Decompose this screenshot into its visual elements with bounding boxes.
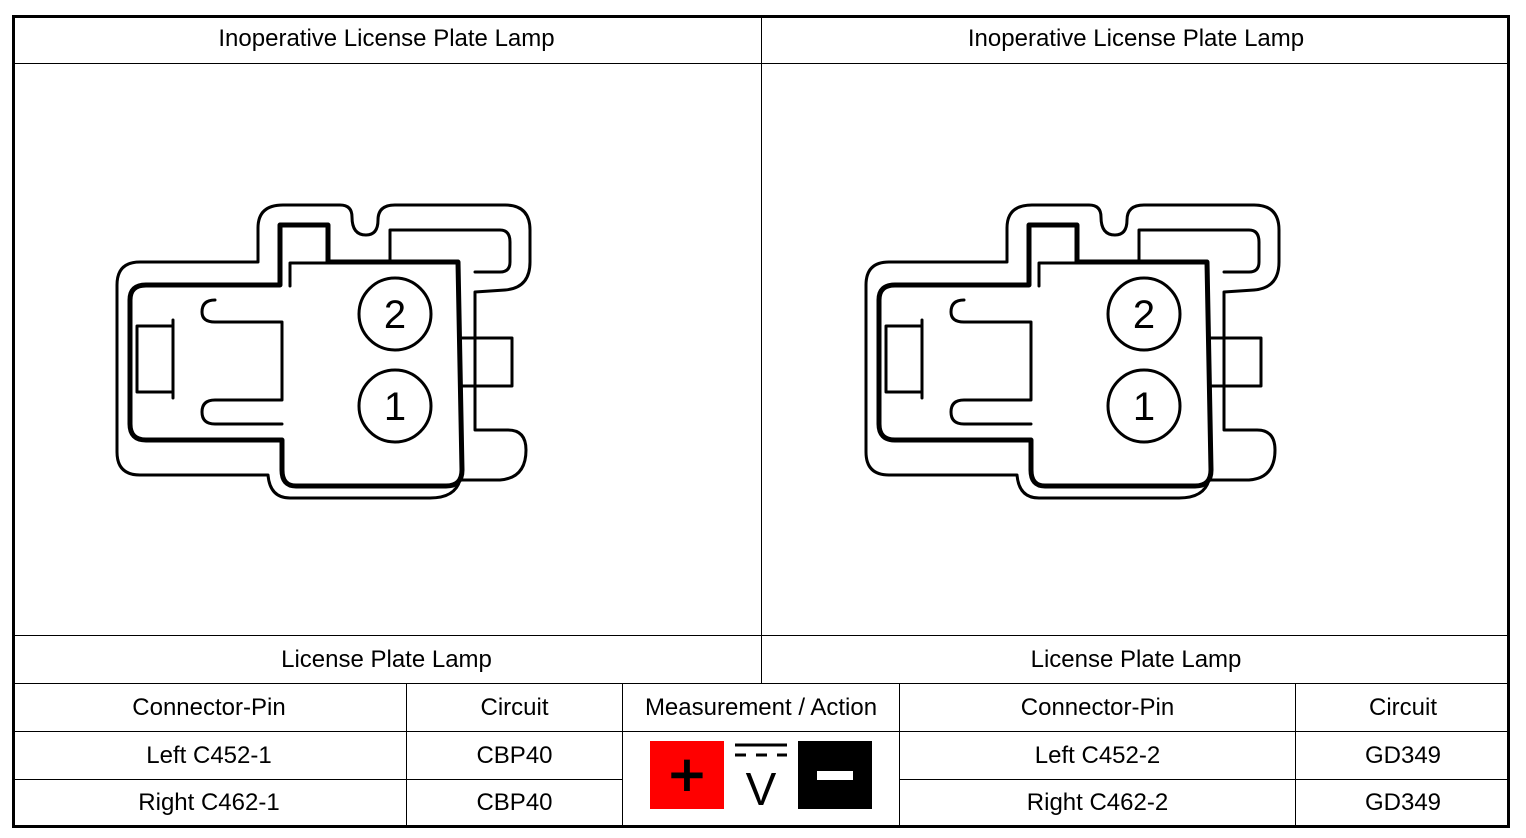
pin-2-label: 2 xyxy=(1133,293,1155,337)
left-panel-title: Inoperative License Plate Lamp xyxy=(218,25,555,52)
header-measurement-action: Measurement / Action xyxy=(644,693,878,721)
right-panel-caption: License Plate Lamp xyxy=(1030,645,1242,673)
table-col-line-2 xyxy=(622,683,623,828)
positive-symbol: + xyxy=(666,745,708,803)
row-2-circuit-a: CBP40 xyxy=(476,789,553,816)
table-header-line xyxy=(12,731,1510,732)
row-1-connector-pin-a: Left C452-1 xyxy=(146,741,272,769)
row-2-connector-pin-b: Right C462-2 xyxy=(1026,789,1169,816)
pin-1-circle xyxy=(357,368,433,444)
pin-1-circle xyxy=(1106,368,1182,444)
table-col-line-1 xyxy=(406,683,407,828)
pin-2-label: 2 xyxy=(384,293,406,337)
header-circuit-b: Circuit xyxy=(1368,693,1437,721)
pin-2-circle xyxy=(1106,276,1182,352)
table-col-line-3 xyxy=(899,683,900,828)
header-connector-pin-b: Connector-Pin xyxy=(1020,693,1175,721)
voltage-symbol: V xyxy=(746,763,777,809)
table-col-line-4 xyxy=(1295,683,1296,828)
row-2-circuit-b: GD349 xyxy=(1364,789,1442,816)
pin-1-label: 1 xyxy=(384,385,406,429)
table-row-line-right xyxy=(899,779,1510,780)
row-1-circuit-b: GD349 xyxy=(1364,741,1442,769)
header-connector-pin-a: Connector-Pin xyxy=(132,693,286,721)
right-connector-drawing: 2 1 xyxy=(864,203,1281,500)
right-panel-title: Inoperative License Plate Lamp xyxy=(967,25,1305,52)
left-connector-drawing: 2 1 xyxy=(115,203,532,500)
pin-2-circle xyxy=(357,276,433,352)
pin-1-label: 1 xyxy=(1133,385,1155,429)
table-row-line-left xyxy=(12,779,622,780)
footer-divider xyxy=(12,635,1510,636)
row-1-circuit-a: CBP40 xyxy=(476,741,553,769)
positive-terminal-box xyxy=(650,741,724,809)
row-1-connector-pin-b: Left C452-2 xyxy=(1034,741,1161,769)
negative-symbol xyxy=(817,771,853,780)
header-divider xyxy=(12,63,1510,64)
table-top-line xyxy=(12,683,1510,684)
dc-voltage-measurement-icon: + V xyxy=(650,741,872,809)
panel-divider xyxy=(761,15,762,683)
row-2-connector-pin-a: Right C462-1 xyxy=(138,789,280,816)
left-panel-caption: License Plate Lamp xyxy=(281,645,492,673)
header-circuit-a: Circuit xyxy=(480,693,549,721)
